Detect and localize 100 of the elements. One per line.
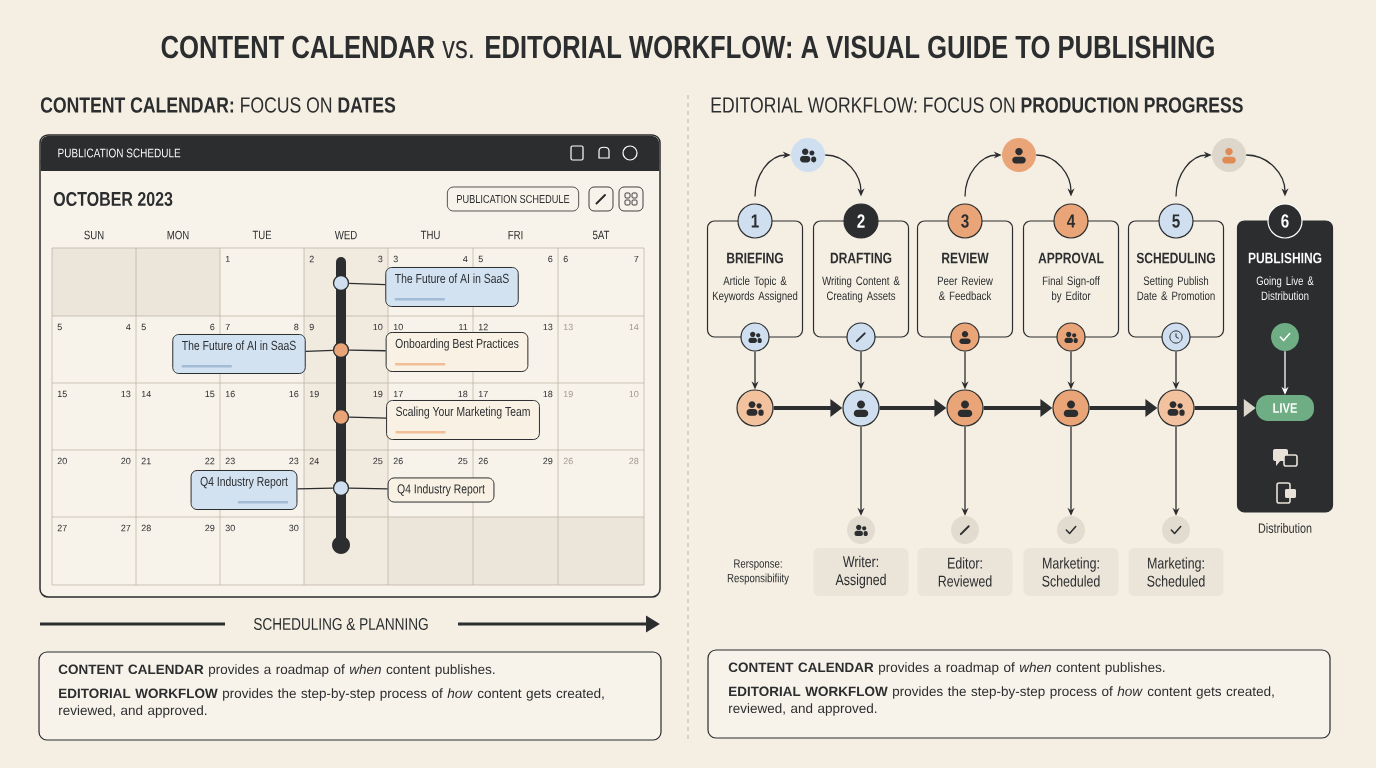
date-number: 26 <box>563 457 573 465</box>
date-number: 28 <box>629 457 639 465</box>
date-number: 10 <box>629 390 639 398</box>
date-number: 23 <box>289 457 299 465</box>
connector-line <box>305 349 334 353</box>
weekday-label: 5AT <box>592 230 610 240</box>
date-number: 11 <box>459 323 468 331</box>
summary-box: CONTENT CALENDAR provides a roadmap of when content publishes. EDITORIAL WORKFLOW provides the step-by-step process of how content gets created, reviewed, and approved. <box>707 649 1331 739</box>
date-number: 16 <box>225 390 235 398</box>
date-number: 6 <box>563 255 568 263</box>
connector-line <box>348 416 387 419</box>
step-number: 1 <box>737 203 773 239</box>
step-number: 3 <box>947 203 983 239</box>
icon-circle <box>846 322 876 352</box>
date-number: 13 <box>563 323 573 331</box>
row-caption: Rersponse: Responsibifiity <box>727 559 789 585</box>
summary-box: CONTENT CALENDAR provides a roadmap of when content publishes. EDITORIAL WORKFLOW provides the step-by-step process of how content gets created, reviewed, and approved. <box>38 651 662 741</box>
date-number: 5 <box>57 323 62 331</box>
weekday-label: THU <box>420 230 440 240</box>
icon-circle <box>1161 322 1191 352</box>
event-card: The Future of AI in SaaS <box>385 267 519 307</box>
month-heading: OCTOBER 2023 <box>53 191 173 207</box>
connector-line <box>296 487 334 490</box>
icon-circle <box>950 322 980 352</box>
date-number: 19 <box>373 390 383 398</box>
date-number: 21 <box>141 457 151 465</box>
avatar-circle <box>791 138 825 172</box>
date-number: 28 <box>141 524 151 532</box>
role-circle <box>736 389 774 427</box>
connector-line <box>348 487 389 490</box>
role-circle <box>842 389 880 427</box>
step-card: 5 SCHEDULING Setting Publish Date & Promotion <box>1127 203 1225 338</box>
date-number: 13 <box>121 390 131 398</box>
date-number: 5 <box>141 323 146 331</box>
date-number: 20 <box>121 457 131 465</box>
date-number: 19 <box>563 390 573 398</box>
arrow-caption: SCHEDULING & PLANNING <box>253 617 428 630</box>
role-circle <box>1157 389 1195 427</box>
avatar-circle <box>1002 138 1036 172</box>
date-number: 7 <box>634 255 639 263</box>
role-chip: Editor: Reviewed <box>917 548 1013 596</box>
date-number: 3 <box>378 255 383 263</box>
connector-line <box>348 282 386 286</box>
date-number: 6 <box>548 255 553 263</box>
weekday-label: TUE <box>252 230 272 240</box>
date-number: 18 <box>458 390 468 398</box>
date-number: 15 <box>205 390 215 398</box>
date-number: 17 <box>393 390 403 398</box>
date-number: 14 <box>629 323 639 331</box>
date-number: 4 <box>126 323 131 331</box>
weekday-label: WED <box>334 230 357 240</box>
icon-circle <box>951 516 979 544</box>
role-circle <box>1052 389 1090 427</box>
icon-circle <box>1057 516 1085 544</box>
event-card: Scaling Your Marketing Team <box>386 400 540 440</box>
step-number: 5 <box>1158 203 1194 239</box>
date-number: 13 <box>543 323 553 331</box>
step-card: 3 REVIEW Peer Review & Feedback <box>916 203 1014 338</box>
date-number: 25 <box>458 457 468 465</box>
date-number: 27 <box>121 524 131 532</box>
weekday-label: SUN <box>84 230 104 240</box>
step-caption: Distribution <box>1258 523 1312 533</box>
event-card: Onboarding Best Practices <box>385 332 529 372</box>
date-number: 12 <box>478 323 488 331</box>
weekday-label: MON <box>167 230 189 240</box>
connector-line <box>348 349 387 352</box>
date-number: 27 <box>57 524 67 532</box>
event-card: Q4 Industry Report <box>190 470 298 510</box>
step-card: 2 DRAFTING Writing Content & Creating Assets <box>812 203 910 338</box>
section-heading: CONTENT CALENDAR: FOCUS ON DATES <box>40 97 396 113</box>
step-card: 4 APPROVAL Final Sign-off by Editor <box>1022 203 1120 338</box>
date-number: 19 <box>309 390 319 398</box>
section-heading: EDITORIAL WORKFLOW: FOCUS ON PRODUCTION PROGRESS <box>711 97 1243 113</box>
date-number: 16 <box>289 390 299 398</box>
icon-circle <box>847 516 875 544</box>
date-number: 26 <box>393 457 403 465</box>
step-card: 1 BRIEFING Article Topic & Keywords Assigned <box>706 203 804 338</box>
date-number: 17 <box>478 390 488 398</box>
role-circle <box>946 389 984 427</box>
event-card: The Future of AI in SaaS <box>172 334 306 374</box>
icon-circle <box>1056 322 1086 352</box>
step-number: 4 <box>1053 203 1089 239</box>
date-number: 29 <box>205 524 215 532</box>
status-pill: LIVE <box>1256 395 1314 421</box>
icon-circle <box>1162 516 1190 544</box>
date-number: 2 <box>309 255 314 263</box>
date-number: 18 <box>543 390 553 398</box>
schedule-button: PUBLICATION SCHEDULE <box>446 186 580 212</box>
role-chip: Marketing: Scheduled <box>1023 548 1119 596</box>
avatar-circle <box>1212 138 1246 172</box>
title: CONTENT CALENDAR vs. EDITORIAL WORKFLOW: A VISUAL GUIDE TO PUBLISHING <box>161 35 1214 59</box>
date-number: 15 <box>57 390 67 398</box>
date-number: 10 <box>373 323 383 331</box>
weekday-label: FRI <box>508 230 523 240</box>
date-number: 29 <box>543 457 553 465</box>
date-number: 1 <box>225 255 230 263</box>
date-number: 25 <box>373 457 383 465</box>
date-number: 10 <box>393 323 403 331</box>
date-number: 30 <box>289 524 299 532</box>
check-circle <box>1271 323 1299 351</box>
